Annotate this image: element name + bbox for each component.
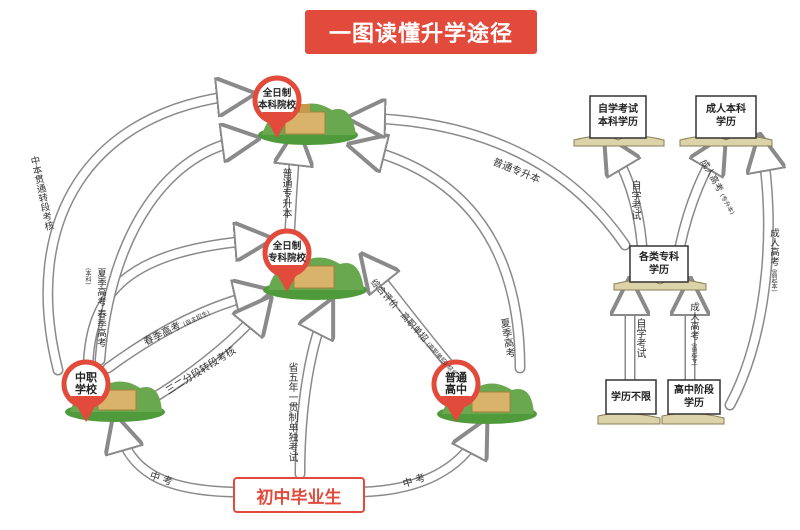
book-no-limit bbox=[597, 379, 661, 425]
summer-spring-note: (本科) bbox=[84, 268, 91, 285]
adult-exam-3-text: 成人高考 bbox=[768, 228, 779, 266]
self-study-bachelor-label: 自学考试 本科学历 bbox=[590, 103, 646, 129]
label-five-year: 省五年一贯制单独考试 bbox=[286, 362, 297, 462]
junior-college-label-line1: 全日制 bbox=[272, 241, 302, 252]
vocational-label-line1: 中职 bbox=[75, 371, 97, 384]
book-self-study-bachelor bbox=[573, 95, 665, 147]
undergrad-label-line2: 本科院校 bbox=[257, 100, 296, 111]
adult-bachelor-line1: 成人本科 bbox=[706, 104, 746, 115]
node-junior-college bbox=[262, 228, 367, 300]
various-college-label: 各类专科 学历 bbox=[630, 251, 688, 277]
various-college-line1: 各类专科 bbox=[639, 252, 679, 263]
adult-exam-2-note: (高起专) bbox=[690, 343, 697, 366]
no-limit-label: 学历不限 bbox=[606, 391, 656, 404]
highschool-label: 普通 高中 bbox=[436, 372, 476, 396]
book-adult-bachelor bbox=[679, 95, 773, 147]
label-adult-exam-3: 成人高考 (高起本) bbox=[766, 228, 780, 312]
node-highschool bbox=[431, 359, 537, 424]
high-school-level-line2: 学历 bbox=[684, 398, 704, 409]
highschool-label-line2: 高中 bbox=[445, 383, 467, 396]
start-node-box: 初中毕业生 bbox=[233, 477, 365, 513]
junior-college-label: 全日制 专科院校 bbox=[267, 241, 307, 265]
book-various-college bbox=[613, 245, 707, 291]
book-high-school-level bbox=[661, 379, 725, 425]
node-undergrad bbox=[252, 75, 358, 145]
no-limit-line1: 学历不限 bbox=[611, 392, 651, 403]
arrow-zhongben bbox=[42, 89, 246, 376]
summer-spring-text: 夏季高考 春季高考 bbox=[95, 268, 106, 348]
self-study-bachelor-line1: 自学考试 bbox=[598, 104, 638, 115]
arrows bbox=[42, 89, 769, 498]
page-title: 一图读懂升学途径 bbox=[305, 10, 537, 54]
label-self-exam-1: 自学考试 bbox=[629, 180, 640, 220]
self-study-bachelor-line2: 本科学历 bbox=[598, 117, 638, 128]
highschool-label-line1: 普通 bbox=[445, 371, 467, 384]
undergrad-label-line1: 全日制 bbox=[262, 88, 292, 99]
undergrad-label: 全日制 本科院校 bbox=[257, 88, 297, 112]
high-school-level-line1: 高中阶段 bbox=[674, 385, 714, 396]
label-zhuan-sheng-ben: 普通专升本 bbox=[280, 168, 291, 218]
adult-bachelor-line2: 学历 bbox=[716, 117, 736, 128]
adult-exam-2-text: 成人高考 bbox=[688, 302, 699, 340]
node-vocational bbox=[61, 359, 165, 422]
vocational-label-line2: 学校 bbox=[75, 383, 97, 396]
junior-college-label-line2: 专科院校 bbox=[267, 253, 306, 264]
high-school-level-label: 高中阶段 学历 bbox=[668, 384, 720, 410]
adult-exam-3-note: (高起本) bbox=[770, 269, 777, 292]
label-summer-spring: 夏季高考 春季高考 (本科) bbox=[82, 268, 107, 358]
adult-bachelor-label: 成人本科 学历 bbox=[696, 103, 756, 129]
vocational-label: 中职 学校 bbox=[66, 372, 106, 396]
label-self-exam-2: 自学考试 bbox=[634, 318, 645, 358]
various-college-line2: 学历 bbox=[649, 265, 669, 276]
label-adult-exam-2: 成人高考 (高起专) bbox=[686, 302, 700, 374]
